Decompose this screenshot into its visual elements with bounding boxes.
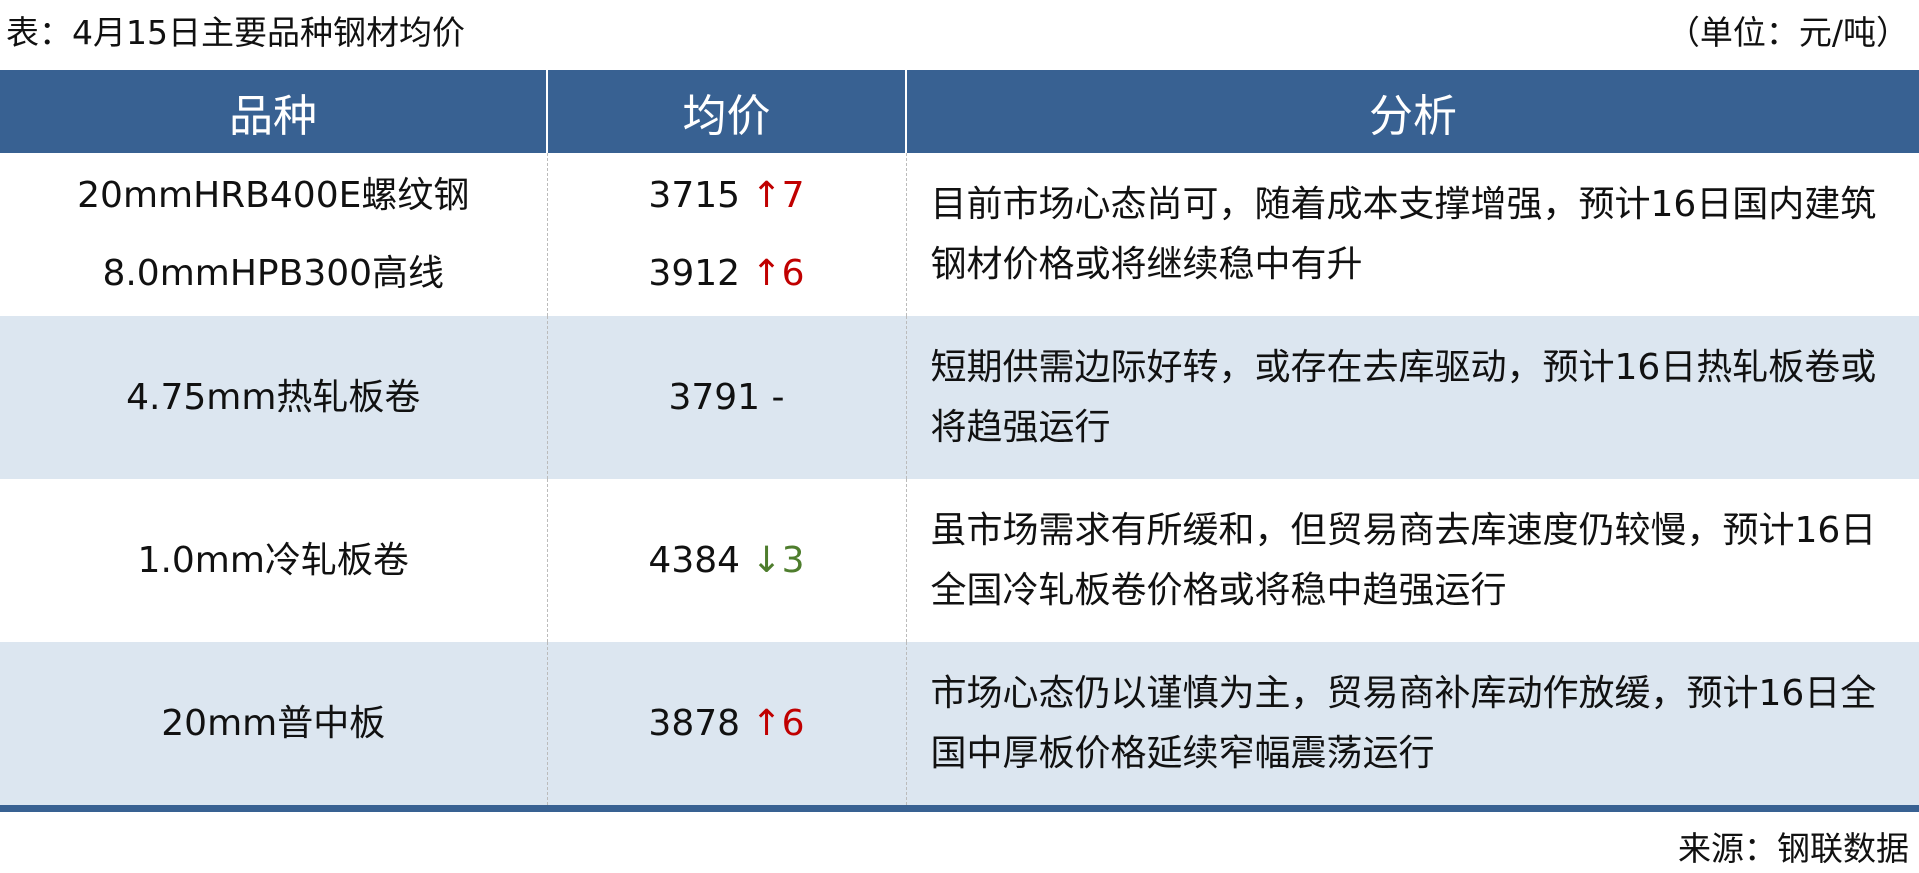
variety-cell: 20mm普中板 xyxy=(0,642,548,812)
price-cell: 4384 ↓3 xyxy=(547,479,907,642)
price-change: ↑6 xyxy=(752,253,805,294)
table-row: 4.75mm热轧板卷 3791 - 短期供需边际好转，或存在去库驱动，预计16日热轧… xyxy=(0,316,1919,479)
variety-cell: 4.75mm热轧板卷 xyxy=(0,316,548,479)
analysis-cell: 市场心态仍以谨慎为主，贸易商补库动作放缓，预计16日全国中厚板价格延续窄幅震荡运… xyxy=(906,642,1919,812)
price-number: 3791 xyxy=(668,376,761,418)
price-number: 4384 xyxy=(648,539,741,581)
price-change: - xyxy=(772,377,785,418)
analysis-text: 目前市场心态尚可，随着成本支撑增强，预计16日国内建筑钢材价格或将继续稳中有升 xyxy=(930,183,1877,285)
change-value: - xyxy=(771,376,785,418)
analysis-cell: 虽市场需求有所缓和，但贸易商去库速度仍较慢，预计16日全国冷轧板卷价格或将稳中趋… xyxy=(906,479,1919,642)
price-number: 3912 xyxy=(648,252,741,294)
header-price: 均价 xyxy=(547,70,907,153)
analysis-text: 虽市场需求有所缓和，但贸易商去库速度仍较慢，预计16日全国冷轧板卷价格或将稳中趋… xyxy=(930,509,1877,611)
price-change: ↑6 xyxy=(752,703,805,744)
change-value: 6 xyxy=(781,252,805,294)
arrow-up-icon: ↑ xyxy=(751,252,782,294)
unit-label: （单位：元/吨） xyxy=(1666,13,1909,52)
price-change: ↓3 xyxy=(752,540,805,581)
analysis-text: 短期供需边际好转，或存在去库驱动，预计16日热轧板卷或将趋强运行 xyxy=(930,346,1877,448)
price-value: 3715 ↑7 xyxy=(548,157,906,235)
variety-name: 4.75mm热轧板卷 xyxy=(126,376,421,418)
arrow-up-icon: ↑ xyxy=(751,174,782,216)
variety-cell: 20mmHRB400E螺纹钢 8.0mmHPB300高线 xyxy=(0,153,548,316)
header-variety: 品种 xyxy=(0,70,548,153)
table-row: 20mm普中板 3878 ↑6 市场心态仍以谨慎为主，贸易商补库动作放缓，预计16日… xyxy=(0,642,1919,812)
price-cell: 3878 ↑6 xyxy=(547,642,907,812)
change-value: 3 xyxy=(781,539,805,581)
arrow-down-icon: ↓ xyxy=(751,539,782,581)
price-value: 3912 ↑6 xyxy=(548,235,906,313)
source-label: 来源：钢联数据 xyxy=(1678,829,1909,868)
change-value: 7 xyxy=(781,174,805,216)
price-number: 3715 xyxy=(648,174,741,216)
variety-name: 1.0mm冷轧板卷 xyxy=(137,539,409,581)
price-change: ↑7 xyxy=(752,175,805,216)
steel-price-table: 品种 均价 分析 20mmHRB400E螺纹钢 8.0mmHPB300高线 3715… xyxy=(0,70,1919,812)
variety-name: 20mm普中板 xyxy=(161,702,386,744)
table-title: 表：4月15日主要品种钢材均价 xyxy=(6,13,465,52)
analysis-cell: 目前市场心态尚可，随着成本支撑增强，预计16日国内建筑钢材价格或将继续稳中有升 xyxy=(906,153,1919,316)
change-value: 6 xyxy=(781,702,805,744)
price-value: 4384 ↓3 xyxy=(548,522,906,600)
price-value: 3878 ↑6 xyxy=(548,685,906,763)
price-value: 3791 - xyxy=(548,359,906,437)
price-cell: 3791 - xyxy=(547,316,907,479)
price-number: 3878 xyxy=(648,702,741,744)
variety-name: 20mmHRB400E螺纹钢 xyxy=(77,174,470,216)
analysis-cell: 短期供需边际好转，或存在去库驱动，预计16日热轧板卷或将趋强运行 xyxy=(906,316,1919,479)
variety-name: 8.0mmHPB300高线 xyxy=(102,252,445,294)
analysis-text: 市场心态仍以谨慎为主，贸易商补库动作放缓，预计16日全国中厚板价格延续窄幅震荡运… xyxy=(930,672,1877,774)
table-row: 1.0mm冷轧板卷 4384 ↓3 虽市场需求有所缓和，但贸易商去库速度仍较慢，预计… xyxy=(0,479,1919,642)
variety-cell: 1.0mm冷轧板卷 xyxy=(0,479,548,642)
arrow-up-icon: ↑ xyxy=(751,702,782,744)
header-analysis: 分析 xyxy=(906,70,1919,153)
